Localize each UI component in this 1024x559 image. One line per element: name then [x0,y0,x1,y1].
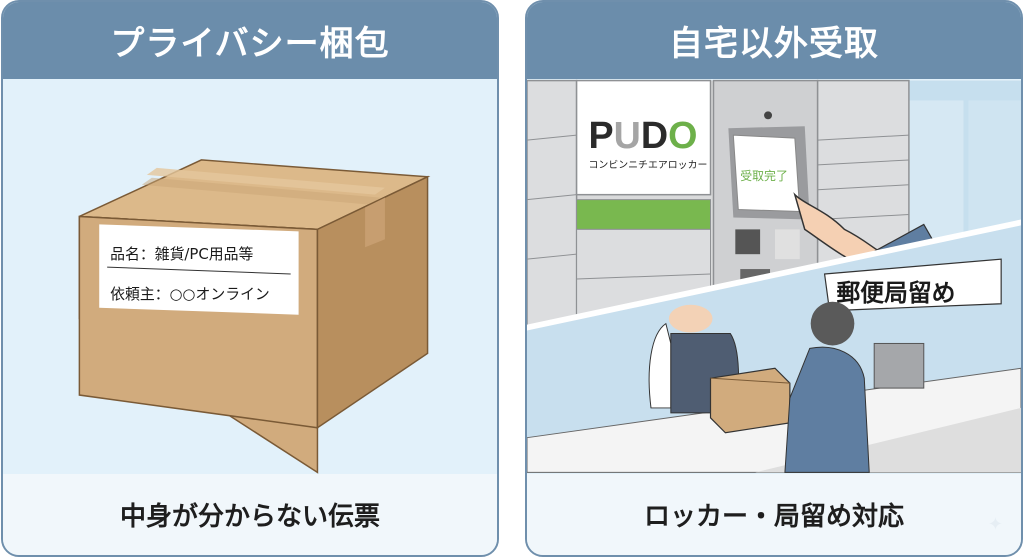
pickup-scene-icon: PUDO コンビンニチエアロッカー 受取完了 [527,79,1021,473]
label-sender: 依頼主：○○オンライン [110,285,270,303]
panel-caption: ロッカー・局留め対応 [643,502,904,532]
non-home-pickup-panel: 自宅以外受取 PUDO コンビンニチエアロッカー [525,0,1023,557]
panel-title: 自宅以外受取 [669,24,879,64]
label-item-name: 品名：雑貨/PC用品等 [110,245,253,263]
pudo-logo: PUDO [589,114,698,156]
panel-footer: 中身が分からない伝票 [3,474,497,555]
panel-caption: 中身が分からない伝票 [119,502,380,532]
panel-header: プライバシー梱包 [3,2,497,79]
locker-post-office-illustration: PUDO コンビンニチエアロッカー 受取完了 [527,79,1021,474]
panel-title: プライバシー梱包 [110,24,390,64]
post-office-sign: 郵便局留め [836,279,955,307]
cardboard-box-illustration: 品名：雑貨/PC用品等 依頼主：○○オンライン [3,79,497,474]
privacy-packaging-panel: プライバシー梱包 品名：雑貨/PC用品等 依頼主：○○オンライン 中身が分からな… [1,0,499,557]
sparkle-icon: ✦ [987,514,1003,535]
panel-header: 自宅以外受取 [527,2,1021,79]
cardboard-box-icon: 品名：雑貨/PC用品等 依頼主：○○オンライン [78,159,431,474]
screen-text: 受取完了 [740,169,788,183]
pudo-subtitle: コンビンニチエアロッカー [589,159,708,171]
panel-footer: ロッカー・局留め対応 ✦ [527,474,1021,555]
